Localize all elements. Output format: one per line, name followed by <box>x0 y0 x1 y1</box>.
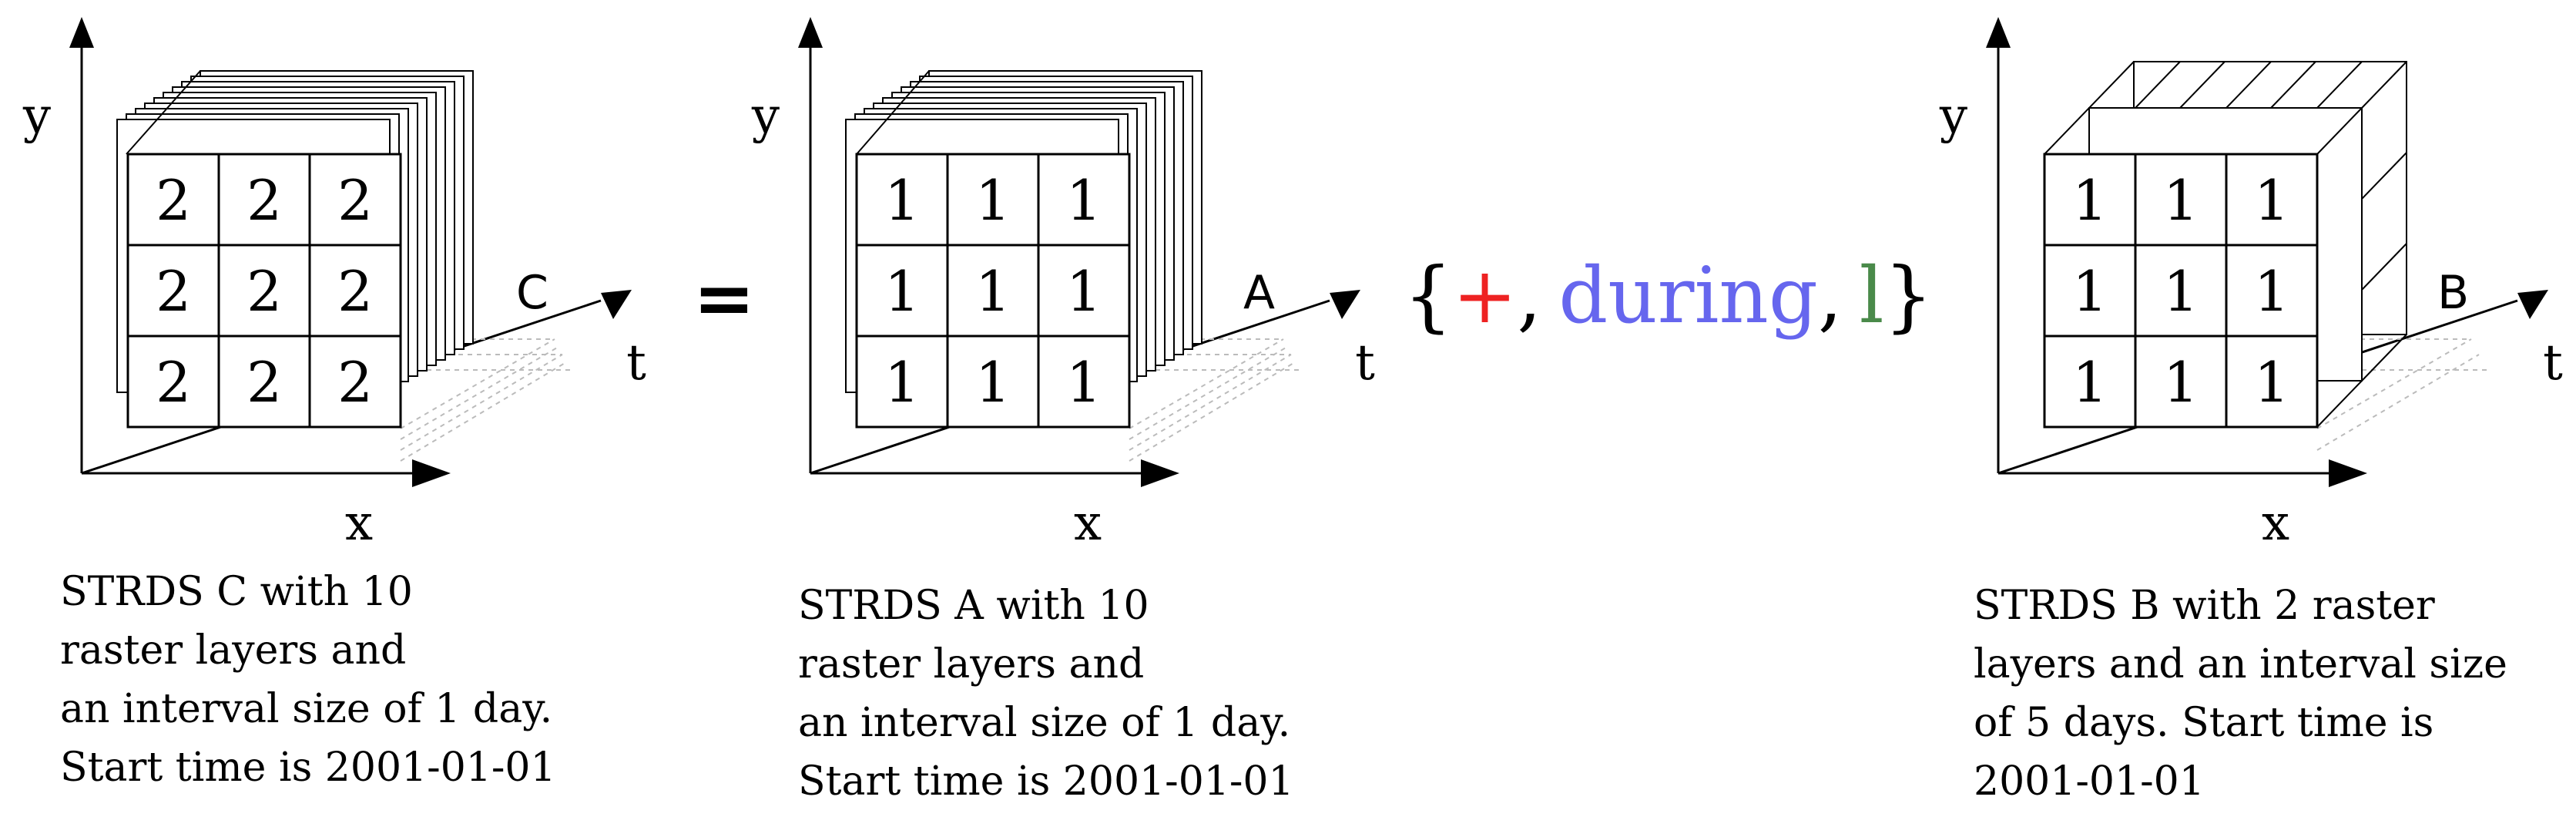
caption-line: layers and an interval size <box>1974 641 2507 688</box>
operator-separator: , <box>1818 250 1843 341</box>
axis-label-t: t <box>2543 335 2563 392</box>
axis-label-t: t <box>626 335 646 392</box>
x-axis-arrow <box>1141 459 1179 487</box>
cell-value: 1 <box>884 168 920 233</box>
cell-value: 1 <box>2254 168 2289 233</box>
x-axis-arrow <box>412 459 451 487</box>
y-axis-arrow <box>1986 17 2011 48</box>
strds-a-diagram: 1 1 1 1 1 1 1 1 1 A y x t <box>751 17 1375 552</box>
cube-name-b: B <box>2437 266 2469 320</box>
cell-values-b: 1 1 1 1 1 1 1 1 1 <box>2072 168 2289 415</box>
floor-grid-c <box>400 338 570 462</box>
front-face-c <box>126 153 402 429</box>
operator-separator: , <box>1517 250 1541 341</box>
strds-b-diagram: 1 1 1 1 1 1 1 1 1 B y x t <box>1939 17 2563 552</box>
caption-line: raster layers and <box>60 627 407 674</box>
cell-value: 1 <box>1066 259 1102 324</box>
cell-value: 1 <box>2254 350 2289 415</box>
caption-line: 2001-01-01 <box>1974 758 2205 805</box>
axis-label-y: y <box>751 88 780 145</box>
cell-value: 1 <box>884 259 920 324</box>
cell-value: 1 <box>2072 259 2108 324</box>
caption-line: STRDS C with 10 <box>60 569 413 615</box>
cell-value: 2 <box>247 350 282 415</box>
axis-label-x: x <box>1074 495 1102 552</box>
cell-value: 2 <box>337 259 373 324</box>
caption-line: an interval size of 1 day. <box>798 700 1291 746</box>
caption-strds-b: STRDS B with 2 raster layers and an inte… <box>1974 577 2507 811</box>
cell-value: 1 <box>2163 168 2199 233</box>
cell-value: 2 <box>247 259 282 324</box>
operator-brace-open: { <box>1404 250 1453 341</box>
cell-value: 1 <box>2163 350 2199 415</box>
caption-line: of 5 days. Start time is <box>1974 700 2434 746</box>
operator-flag: l <box>1860 250 1884 341</box>
temporal-operator: {+,during,l} <box>1404 250 1933 341</box>
front-face-a <box>855 153 1131 429</box>
axis-label-t: t <box>1355 335 1375 392</box>
cell-value: 1 <box>1066 350 1102 415</box>
cell-value: 1 <box>975 259 1011 324</box>
axis-label-x: x <box>345 495 373 552</box>
cell-value: 1 <box>2254 259 2289 324</box>
cell-value: 1 <box>1066 168 1102 233</box>
strds-c-diagram: 2 2 2 2 2 2 2 2 2 C y x t <box>22 17 646 552</box>
cell-value: 1 <box>975 168 1011 233</box>
cell-value: 2 <box>337 168 373 233</box>
cube-name-a: A <box>1243 266 1275 320</box>
front-face-b <box>2043 153 2319 429</box>
operator-brace-close: } <box>1884 250 1934 341</box>
cell-values-a: 1 1 1 1 1 1 1 1 1 <box>884 168 1102 415</box>
cell-value: 1 <box>2072 168 2108 233</box>
cell-values-c: 2 2 2 2 2 2 2 2 2 <box>156 168 373 415</box>
y-axis-arrow <box>69 17 94 48</box>
cube-name-c: C <box>516 266 548 320</box>
cell-value: 2 <box>337 350 373 415</box>
cell-value: 1 <box>975 350 1011 415</box>
cell-value: 2 <box>156 168 191 233</box>
caption-line: Start time is 2001-01-01 <box>60 745 556 791</box>
t-axis-arrow <box>601 290 632 319</box>
cell-value: 1 <box>2072 350 2108 415</box>
caption-strds-c: STRDS C with 10 raster layers and an int… <box>60 563 556 797</box>
caption-line: raster layers and <box>798 641 1145 688</box>
equals-sign: = <box>693 255 755 341</box>
t-axis-arrow <box>1330 290 1360 319</box>
cell-value: 2 <box>156 350 191 415</box>
caption-strds-a: STRDS A with 10 raster layers and an int… <box>798 577 1294 811</box>
axis-label-y: y <box>22 88 51 145</box>
cell-value: 2 <box>156 259 191 324</box>
cell-value: 1 <box>2163 259 2199 324</box>
caption-line: STRDS A with 10 <box>798 583 1149 629</box>
x-axis-arrow <box>2329 459 2367 487</box>
operator-relation: during <box>1558 250 1818 341</box>
caption-line: Start time is 2001-01-01 <box>798 758 1294 805</box>
axis-label-x: x <box>2262 495 2289 552</box>
caption-line: an interval size of 1 day. <box>60 686 553 732</box>
axis-label-y: y <box>1939 88 1967 145</box>
caption-line: STRDS B with 2 raster <box>1974 583 2435 629</box>
t-axis-arrow <box>2517 290 2548 319</box>
floor-grid-a <box>1129 338 1299 462</box>
cell-value: 2 <box>247 168 282 233</box>
y-axis-arrow <box>798 17 823 48</box>
cell-value: 1 <box>884 350 920 415</box>
operator-plus: + <box>1453 250 1518 341</box>
